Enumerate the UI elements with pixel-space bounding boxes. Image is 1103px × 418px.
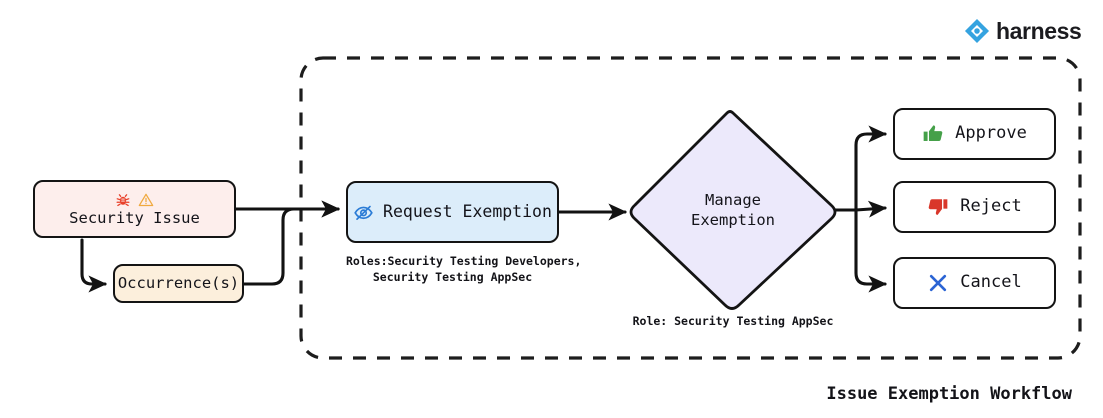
- manage-exemption-label-line1: Manage: [705, 190, 761, 209]
- x-mark-icon: [930, 274, 947, 292]
- manage-exemption-label-line2: Exemption: [691, 211, 775, 229]
- edge-security-issue-to-occurrences: [80, 238, 107, 293]
- thumbs-down-icon: [928, 199, 948, 215]
- node-approve[interactable]: Approve: [893, 108, 1056, 160]
- occurrences-label: Occurrence(s): [117, 273, 240, 292]
- bug-icon: [116, 193, 130, 206]
- security-issue-label: Security Issue: [69, 209, 200, 228]
- edge-manage-to-approve: [854, 125, 887, 212]
- cancel-label: Cancel: [960, 272, 1022, 293]
- thumbs-up-icon: [923, 125, 943, 141]
- harness-wordmark: harness: [996, 17, 1082, 44]
- node-manage-exemption[interactable]: Manage Exemption: [633, 112, 833, 308]
- warning-triangle-icon: [138, 193, 154, 206]
- edge-manage-to-cancel: [854, 208, 887, 293]
- node-occurrences[interactable]: Occurrence(s): [113, 264, 244, 303]
- node-cancel[interactable]: Cancel: [893, 257, 1056, 309]
- diagram-title: Issue Exemption Workflow: [826, 384, 1072, 404]
- approve-label: Approve: [955, 123, 1027, 144]
- harness-logo: harness: [964, 17, 1082, 44]
- request-exemption-label: Request Exemption: [383, 201, 552, 221]
- harness-diamond-icon: [964, 18, 990, 44]
- node-reject[interactable]: Reject: [893, 181, 1056, 233]
- reject-label: Reject: [960, 196, 1022, 217]
- node-security-issue[interactable]: Security Issue: [33, 180, 236, 238]
- eye-off-icon: [354, 205, 373, 220]
- edge-manage-to-reject: [854, 200, 887, 218]
- manage-exemption-label: Manage Exemption: [633, 112, 833, 308]
- security-issue-icons: [115, 190, 154, 209]
- edge-occurrences-to-request: [242, 200, 340, 286]
- request-exemption-roles-caption: Roles:Security Testing Developers, Secur…: [346, 254, 582, 284]
- node-request-exemption[interactable]: Request Exemption: [346, 181, 559, 243]
- manage-exemption-role-caption: Role: Security Testing AppSec: [632, 314, 834, 328]
